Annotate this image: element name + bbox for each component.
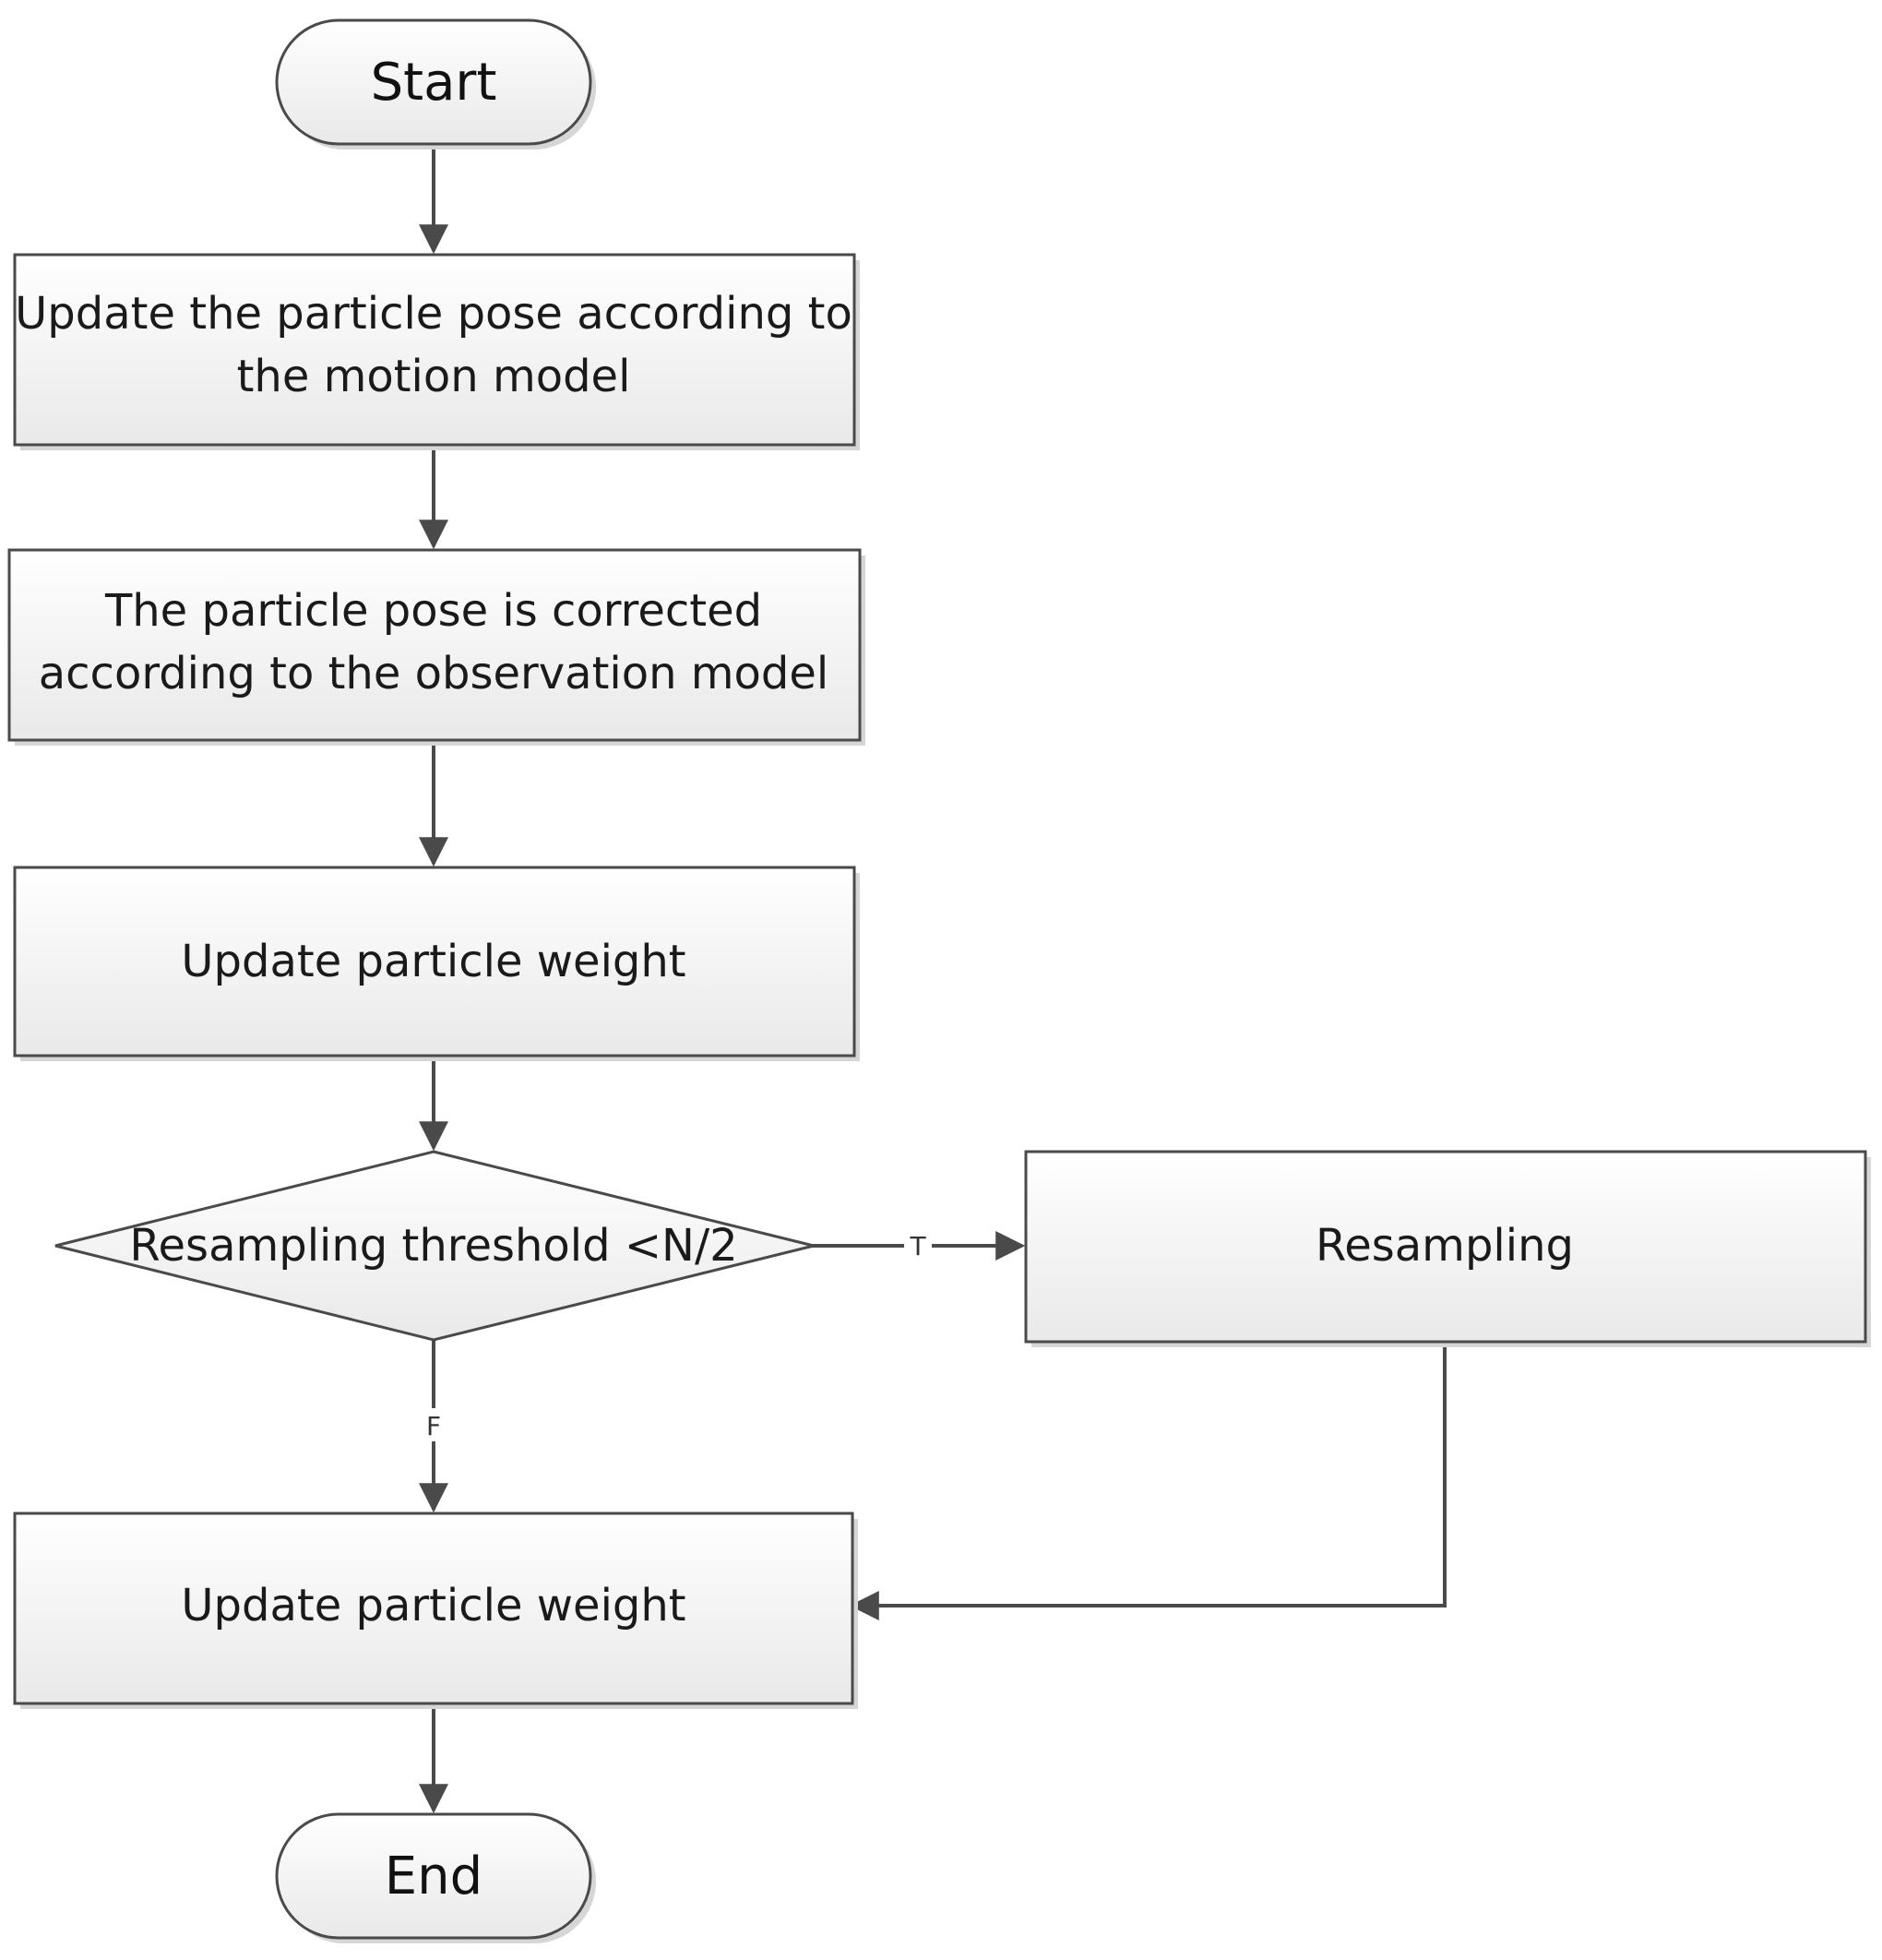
update-weight-2-shape [13, 1512, 854, 1705]
resampling-label: Resampling [1316, 1220, 1574, 1272]
end-label: End [385, 1846, 482, 1906]
start-node: Start [275, 18, 596, 149]
threshold-label: Resampling threshold <N/2 [129, 1220, 737, 1272]
update-weight-node-2: Update particle weight [13, 1512, 858, 1709]
threshold-diamond-shape [54, 1150, 815, 1342]
update-pose-line1: Update the particle pose according to [15, 288, 852, 340]
update-weight-node-1: Update particle weight [13, 866, 860, 1061]
end-node: End [275, 1812, 596, 1943]
update-weight-1-label: Update particle weight [181, 936, 685, 987]
false-label-bg [419, 1408, 448, 1441]
correct-pose-line1: The particle pose is corrected [104, 585, 762, 637]
update-pose-line2: the motion model [237, 351, 631, 402]
update-weight-2-label: Update particle weight [181, 1580, 685, 1631]
start-label: Start [371, 53, 497, 113]
true-label: T [909, 1231, 926, 1261]
update-weight-1-shape [13, 866, 856, 1058]
false-label: F [426, 1411, 441, 1441]
update-pose-node: Update the particle pose according to th… [13, 253, 860, 450]
edge-resampling-to-update-weight-2 [849, 1342, 1447, 1620]
edge-labels: T F [419, 1229, 932, 1441]
correct-pose-line2: according to the observation model [39, 648, 828, 699]
true-label-bg [904, 1229, 932, 1262]
update-pose-shape [13, 253, 856, 447]
correct-pose-node: The particle pose is corrected according… [7, 548, 865, 746]
start-node-shape [275, 18, 592, 146]
correct-pose-shape [7, 548, 862, 742]
end-node-shape [275, 1812, 592, 1940]
resampling-shape [1024, 1150, 1867, 1344]
threshold-decision-node: Resampling threshold <N/2 [54, 1150, 815, 1342]
resampling-node: Resampling [1024, 1150, 1871, 1347]
